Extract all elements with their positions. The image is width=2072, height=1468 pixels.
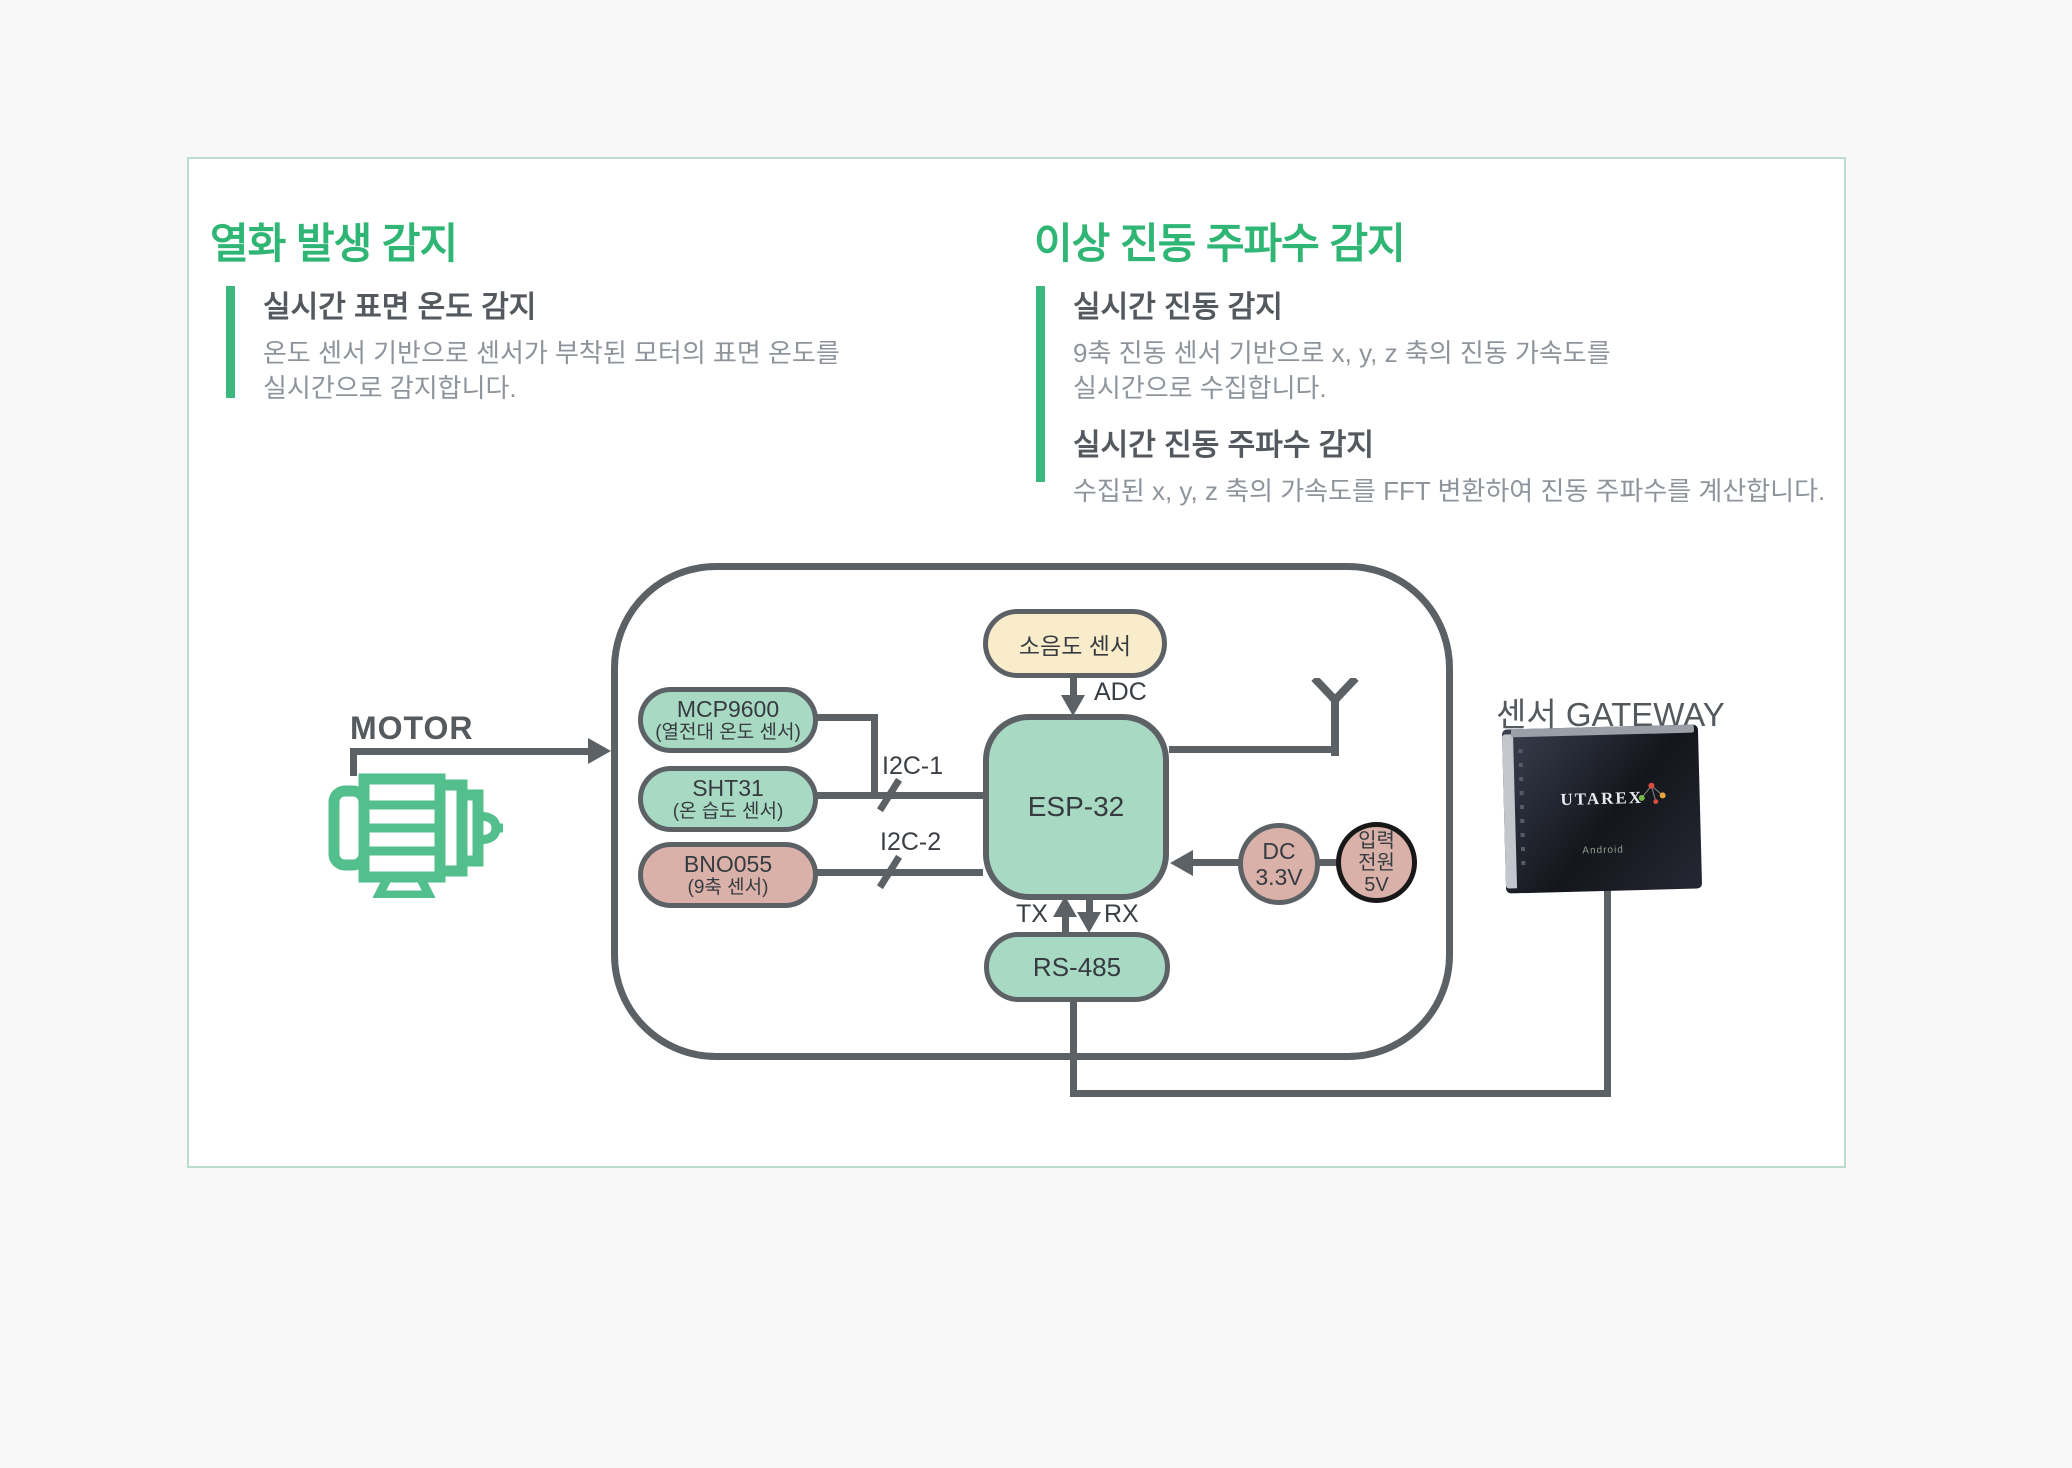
node-sublabel: (열전대 온도 센서) xyxy=(655,722,801,743)
gateway-brand: UTAREX xyxy=(1560,787,1644,810)
node-label: DC xyxy=(1262,838,1296,864)
wire-i2c2 xyxy=(816,869,983,876)
wire-rx xyxy=(1086,898,1093,916)
wire-gateway-up xyxy=(1604,886,1611,1097)
node-bno055: BNO055 (9축 센서) xyxy=(638,842,818,908)
wire-tx xyxy=(1062,903,1069,933)
wire-motor-right xyxy=(350,748,590,755)
wire-mcp9600 xyxy=(816,714,878,721)
node-label: ESP-32 xyxy=(1027,791,1125,822)
section-title-vibration: 이상 진동 주파수 감지 xyxy=(1034,220,1406,267)
feature-body-line: 실시간으로 감지합니다. xyxy=(263,373,517,403)
arrowhead-dc xyxy=(1170,850,1193,876)
node-label: 5V xyxy=(1364,873,1389,896)
node-noise-sensor: 소음도 센서 xyxy=(983,609,1167,678)
node-sublabel: (온 습도 센서) xyxy=(672,801,784,822)
node-esp32: ESP-32 xyxy=(983,714,1169,900)
node-sht31: SHT31 (온 습도 센서) xyxy=(638,766,818,832)
motor-icon xyxy=(328,773,503,898)
node-dc-3v3: DC 3.3V xyxy=(1238,823,1320,905)
feature-heading: 실시간 표면 온도 감지 xyxy=(263,291,537,324)
feature-accent-bar xyxy=(1036,286,1045,482)
gateway-os-label: Android xyxy=(1582,844,1624,857)
feature-vibration: 실시간 진동 감지 9축 진동 센서 기반으로 x, y, z 축의 진동 가속… xyxy=(1036,282,1825,509)
feature-body-line: 9축 진동 센서 기반으로 x, y, z 축의 진동 가속도를 xyxy=(1073,338,1611,368)
arrowhead-tx xyxy=(1053,896,1077,917)
arrowhead-rx xyxy=(1077,912,1101,933)
wire-adc xyxy=(1070,678,1077,700)
section-title-degradation: 열화 발생 감지 xyxy=(210,220,458,267)
label-rx: RX xyxy=(1104,900,1139,928)
node-power-5v: 입력 전원 5V xyxy=(1336,822,1417,903)
node-label: SHT31 xyxy=(692,775,764,801)
node-rs485: RS-485 xyxy=(984,932,1170,1002)
arrowhead-adc xyxy=(1061,695,1085,716)
wire-mcp9600-drop xyxy=(871,714,878,799)
node-label: RS-485 xyxy=(1032,951,1122,982)
node-label: MCP9600 xyxy=(676,696,780,722)
node-label: 입력 xyxy=(1358,829,1395,852)
feature-accent-bar xyxy=(226,286,235,398)
feature-body-line: 수집된 x, y, z 축의 가속도를 FFT 변환하여 진동 주파수를 계산합… xyxy=(1073,476,1826,506)
gateway-device: UTAREX Android xyxy=(1501,724,1703,894)
feature-surface-temp: 실시간 표면 온도 감지 온도 센서 기반으로 센서가 부착된 모터의 표면 온… xyxy=(226,282,840,406)
gateway-logo-icon xyxy=(1638,782,1666,804)
node-label: 3.3V xyxy=(1255,864,1303,890)
label-tx: TX xyxy=(1016,900,1048,928)
wire-rs485-down xyxy=(1070,1002,1077,1097)
arrowhead-into-board xyxy=(588,738,611,764)
wire-bottom-run xyxy=(1070,1090,1611,1097)
label-i2c2: I2C-2 xyxy=(880,828,942,856)
label-adc: ADC xyxy=(1094,678,1147,706)
label-i2c1: I2C-1 xyxy=(882,752,944,780)
wire-motor-up xyxy=(350,748,357,776)
feature-body-line: 온도 센서 기반으로 센서가 부착된 모터의 표면 온도를 xyxy=(263,338,840,368)
motor-label: MOTOR xyxy=(350,710,474,746)
feature-heading: 실시간 진동 주파수 감지 xyxy=(1073,429,1375,462)
wire-i2c1 xyxy=(816,792,983,799)
node-label: 전원 xyxy=(1358,851,1395,874)
wire-antenna-feed xyxy=(1169,746,1338,753)
feature-body-line: 실시간으로 수집합니다. xyxy=(1073,373,1327,403)
feature-heading: 실시간 진동 감지 xyxy=(1073,291,1283,324)
node-mcp9600: MCP9600 (열전대 온도 센서) xyxy=(638,687,818,753)
antenna-icon xyxy=(1311,678,1359,756)
node-label: BNO055 xyxy=(683,851,773,877)
node-sublabel: (9축 센서) xyxy=(687,877,769,898)
wire-dc-to-esp xyxy=(1186,859,1242,866)
wire-5v-to-dc xyxy=(1316,859,1340,866)
node-label: 소음도 센서 xyxy=(1018,632,1132,659)
